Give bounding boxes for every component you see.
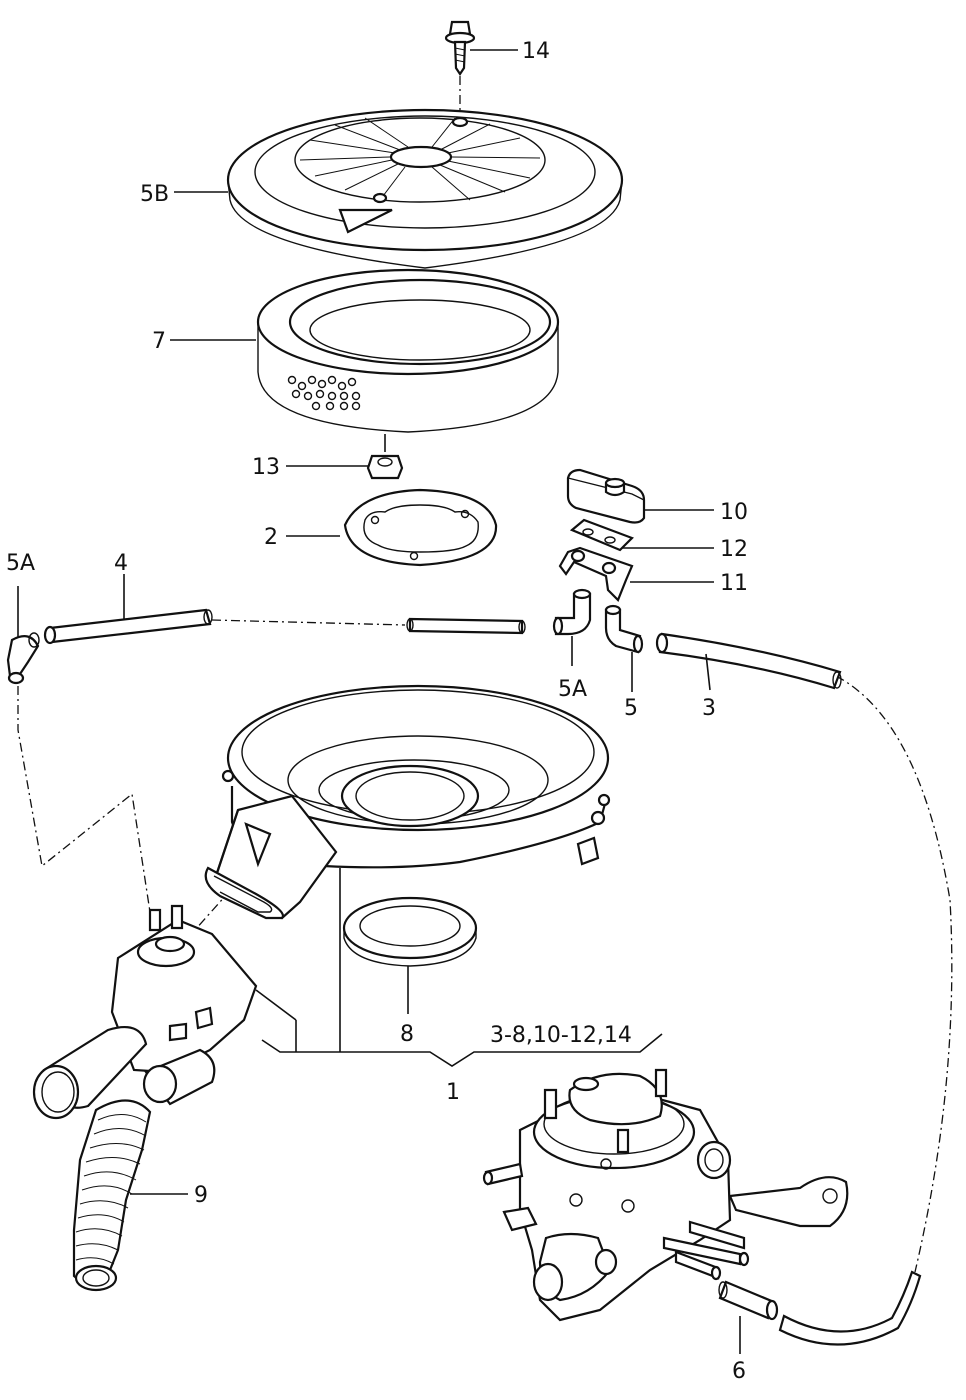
callout-5: 5 <box>624 696 638 721</box>
filter-holes <box>287 375 361 411</box>
callout-4: 4 <box>114 551 128 576</box>
leader-lines <box>17 49 741 1354</box>
callout-10: 10 <box>720 500 748 525</box>
callout-9: 9 <box>194 1183 208 1208</box>
part-4-hose[interactable] <box>43 608 526 645</box>
part-14-bolt[interactable] <box>444 20 476 76</box>
part-13-nut[interactable] <box>366 454 404 480</box>
callout-7: 7 <box>152 329 166 354</box>
part-8-seal-ring[interactable] <box>342 896 478 967</box>
part-3-hose[interactable] <box>655 632 842 690</box>
callout-3: 3 <box>702 696 716 721</box>
part-7-filter-element[interactable] <box>256 268 560 433</box>
callout-6: 6 <box>732 1359 746 1384</box>
part-10-insulator-block[interactable] <box>566 468 646 524</box>
part-5a-elbow-mid[interactable] <box>552 588 592 636</box>
part-11-bracket[interactable] <box>558 546 634 602</box>
part-9-corrugated-hose[interactable] <box>72 1099 152 1292</box>
callout-5a-left: 5A <box>6 551 35 576</box>
part-6-short-hose[interactable] <box>718 1270 922 1346</box>
part-1-intake-elbow[interactable] <box>32 904 258 1120</box>
callout-14: 14 <box>522 39 550 64</box>
carburettor-assembly[interactable] <box>482 1068 849 1322</box>
part-5a-elbow-left[interactable] <box>6 632 40 685</box>
callout-2: 2 <box>264 525 278 550</box>
part-5-elbow[interactable] <box>604 604 644 654</box>
part-12-plate[interactable] <box>569 518 634 552</box>
callout-12: 12 <box>720 537 748 562</box>
callout-labels: 14 5B 7 13 2 10 12 11 5A 4 5A 5 3 8 3-8,… <box>6 39 748 1384</box>
callout-13: 13 <box>252 455 280 480</box>
part-5b-air-cleaner-lid[interactable] <box>226 108 624 269</box>
callout-range: 3-8,10-12,14 <box>490 1023 632 1048</box>
callout-1: 1 <box>446 1080 460 1105</box>
part-2-gasket[interactable] <box>343 488 498 567</box>
part-1-air-cleaner-housing[interactable] <box>204 684 611 920</box>
callout-5a-mid: 5A <box>558 677 587 702</box>
callout-5b: 5B <box>140 182 169 207</box>
callout-8: 8 <box>400 1022 414 1047</box>
callout-11: 11 <box>720 571 748 596</box>
